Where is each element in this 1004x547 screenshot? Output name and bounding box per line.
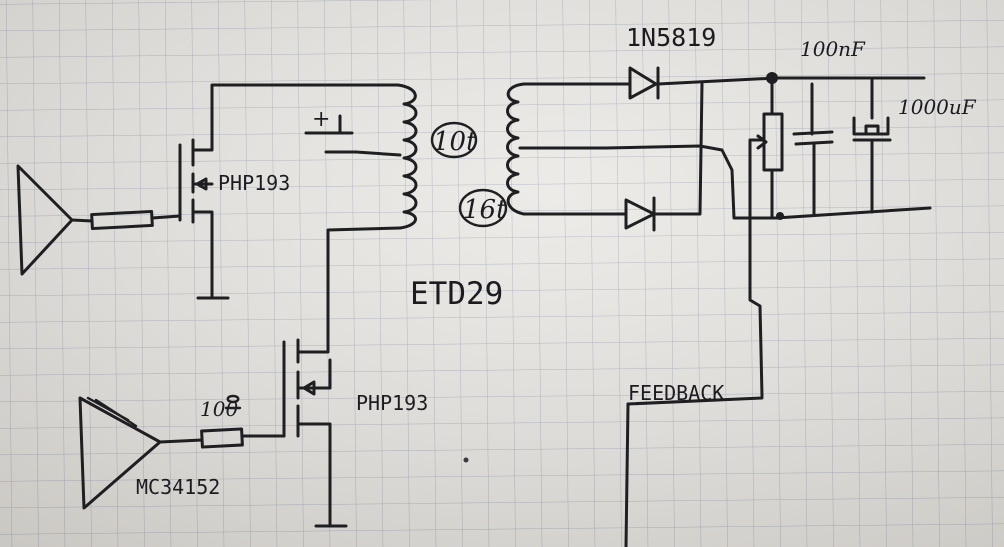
supply-capacitor <box>304 114 402 157</box>
feedback-trimmer-potentiometer <box>748 76 784 398</box>
primary-to-bottom-mosfet-wire <box>326 226 402 342</box>
capacitor-plus-sign: + <box>312 107 330 132</box>
top-driver-amplifier <box>16 164 94 276</box>
secondary-turns-label: 16t <box>463 195 507 225</box>
output-ceramic-capacitor <box>792 82 834 216</box>
primary-turns-label: 10t <box>433 127 477 157</box>
diode-label: 1N5819 <box>626 23 716 52</box>
primary-winding <box>396 83 418 230</box>
ink-dot <box>463 457 469 463</box>
controller-label: MC34152 <box>136 475 220 499</box>
primary-turns-badge <box>430 121 478 159</box>
bottom-driver-amplifier <box>78 396 162 510</box>
bottom-gate-resistor <box>158 427 286 449</box>
secondary-turns-badge <box>458 188 508 228</box>
secondary-winding <box>506 82 628 216</box>
center-tap-return-wire <box>604 144 778 220</box>
top-mosfet <box>178 83 400 300</box>
top-mosfet-label: PHP193 <box>218 171 290 195</box>
electrolytic-capacitor-label: 1000uF <box>898 95 977 119</box>
top-gate-resistor <box>90 209 182 231</box>
ceramic-capacitor-label: 100nF <box>800 37 866 61</box>
output-electrolytic-capacitor <box>852 78 892 214</box>
upper-rectifier-diode <box>546 66 778 100</box>
output-negative-rail <box>774 206 932 220</box>
bottom-mosfet-label: PHP193 <box>356 391 428 415</box>
bottom-mosfet <box>282 338 348 528</box>
gate-resistor-ohm-mark <box>224 394 242 410</box>
transformer-label: ETD29 <box>410 276 503 312</box>
lower-rectifier-diode <box>624 82 704 232</box>
feedback-label: FEEDBACK <box>628 381 724 405</box>
feedback-line <box>624 396 764 547</box>
